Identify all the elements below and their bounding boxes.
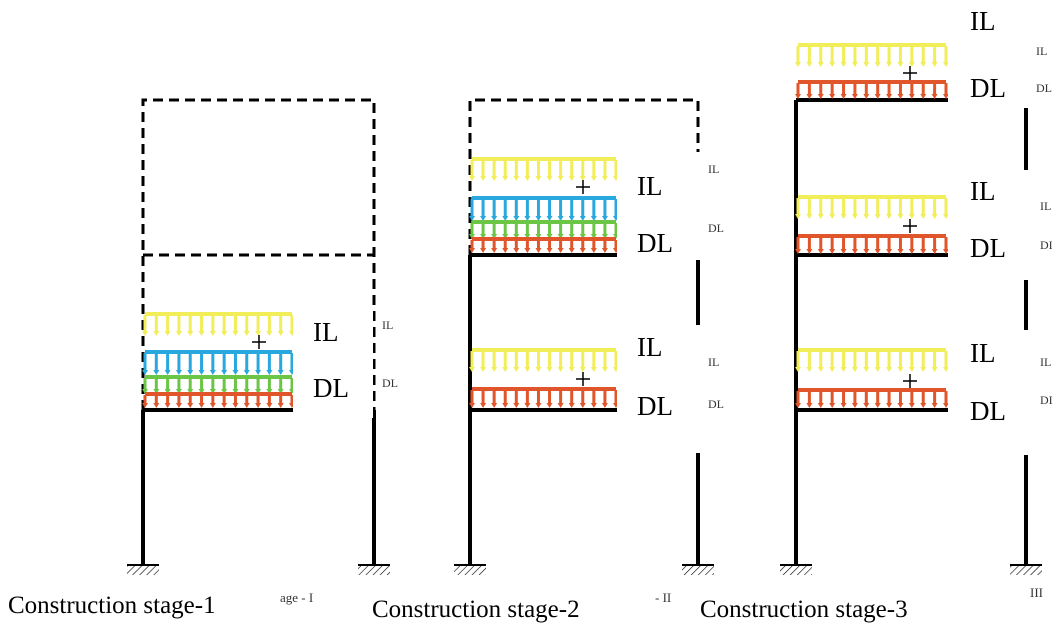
stage-3-top-dl-small-label: DL: [1036, 81, 1052, 95]
stage-2-lower-il-small-label: IL: [708, 355, 720, 369]
stage-3-low-dl-label: DL: [970, 396, 1006, 426]
stage-1-plus-sign: [252, 335, 266, 349]
stage-3-mid-dead-load: [795, 234, 949, 254]
stage-1-dead-load: [142, 392, 295, 408]
stage-3-mid-dl-small-label: DI: [1040, 238, 1053, 252]
stage-2-lower-dead-load: [469, 387, 619, 408]
stage-1-left-support: [127, 564, 159, 575]
stage-1-ghost-caption: age - I: [280, 590, 314, 605]
stage-2-ghost-caption: - II: [655, 590, 672, 605]
stage-3-low-il-label: IL: [970, 338, 996, 368]
stage-1-label-patch: [293, 305, 373, 418]
stage-3-low-dead-load: [795, 388, 949, 408]
stage-1-il-small-label: IL: [382, 318, 394, 332]
stage-1-imposed-load: [142, 312, 295, 336]
stage-2-upper-dl-label: DL: [637, 228, 673, 258]
stage-2-upper-plus-sign: [576, 180, 590, 194]
stage-1-right-support: [358, 564, 390, 575]
stage-3-low-imposed-load: [795, 348, 949, 372]
stage-3-ghost-caption: III: [1030, 585, 1043, 600]
stage-2-upper-il-label: IL: [637, 171, 663, 201]
stage-2-lower-dl-small-label: DL: [708, 397, 724, 411]
stage-1-il-label: IL: [313, 317, 339, 347]
stage-3-top-label-patch: [948, 0, 1033, 108]
stage-3-mid-dl-label: DL: [970, 233, 1006, 263]
stage-1-caption: Construction stage-1: [8, 592, 216, 619]
stage-2-upper-il-small-label: IL: [708, 162, 720, 176]
stage-1-dl-small-label: DL: [382, 376, 398, 390]
stage-3-left-support: [780, 564, 812, 575]
stage-3-top-imposed-load: [795, 43, 949, 67]
stage-2-frame: [454, 98, 714, 575]
stage-3-mid-label-patch: [948, 170, 1033, 280]
stage-3-top-dl-label: DL: [970, 73, 1006, 103]
stage-2-left-support: [454, 564, 486, 575]
stage-3-caption: Construction stage-3: [700, 596, 908, 623]
stage-3-frame: [780, 43, 1042, 575]
stage-3-top-plus-sign: [903, 66, 917, 80]
stage-2-load-blocks: [469, 157, 619, 408]
stage-1-dl-label: DL: [313, 373, 349, 403]
stage-2-lower-dl-label: DL: [637, 391, 673, 421]
stage-2-upper-dl-small-label: DL: [708, 221, 724, 235]
stage-3-low-label-patch: [948, 330, 1033, 455]
stage-2-lower-label-patch: [617, 325, 700, 453]
stage-3-low-plus-sign: [903, 374, 917, 388]
stage-3-right-support: [1010, 564, 1042, 575]
stage-3-low-dl-small-label: DI: [1040, 393, 1053, 407]
stage-2-right-support: [682, 564, 714, 575]
stage-3-mid-il-small-label: IL: [1040, 199, 1052, 213]
stage-3-top-dead-load: [795, 80, 949, 99]
stage-2-lower-il-label: IL: [637, 332, 663, 362]
stage-2-upper-dead-load: [469, 237, 619, 253]
stage-1-load-blocks: [142, 312, 295, 408]
stage-1-formwork-load: [142, 350, 295, 375]
stage-2-upper-imposed-load: [469, 157, 619, 181]
stage-3-mid-il-label: IL: [970, 176, 996, 206]
stage-3-mid-imposed-load: [795, 195, 949, 219]
stage-2-lower-plus-sign: [576, 372, 590, 386]
stage-3-top-il-small-label: IL: [1036, 44, 1048, 58]
stage-2-upper-green-load: [469, 220, 619, 239]
stage-3-top-il-label: IL: [970, 6, 996, 36]
stage-3-mid-plus-sign: [903, 219, 917, 233]
stage-2-upper-label-patch: [617, 152, 700, 260]
stage-2-caption: Construction stage-2: [372, 596, 580, 623]
stage-2-lower-imposed-load: [469, 348, 619, 372]
stage-3-low-il-small-label: IL: [1040, 355, 1052, 369]
stage-2-upper-formwork-load: [469, 196, 619, 221]
stage-3-load-blocks: [795, 43, 949, 408]
stage-1-green-load: [142, 375, 295, 394]
